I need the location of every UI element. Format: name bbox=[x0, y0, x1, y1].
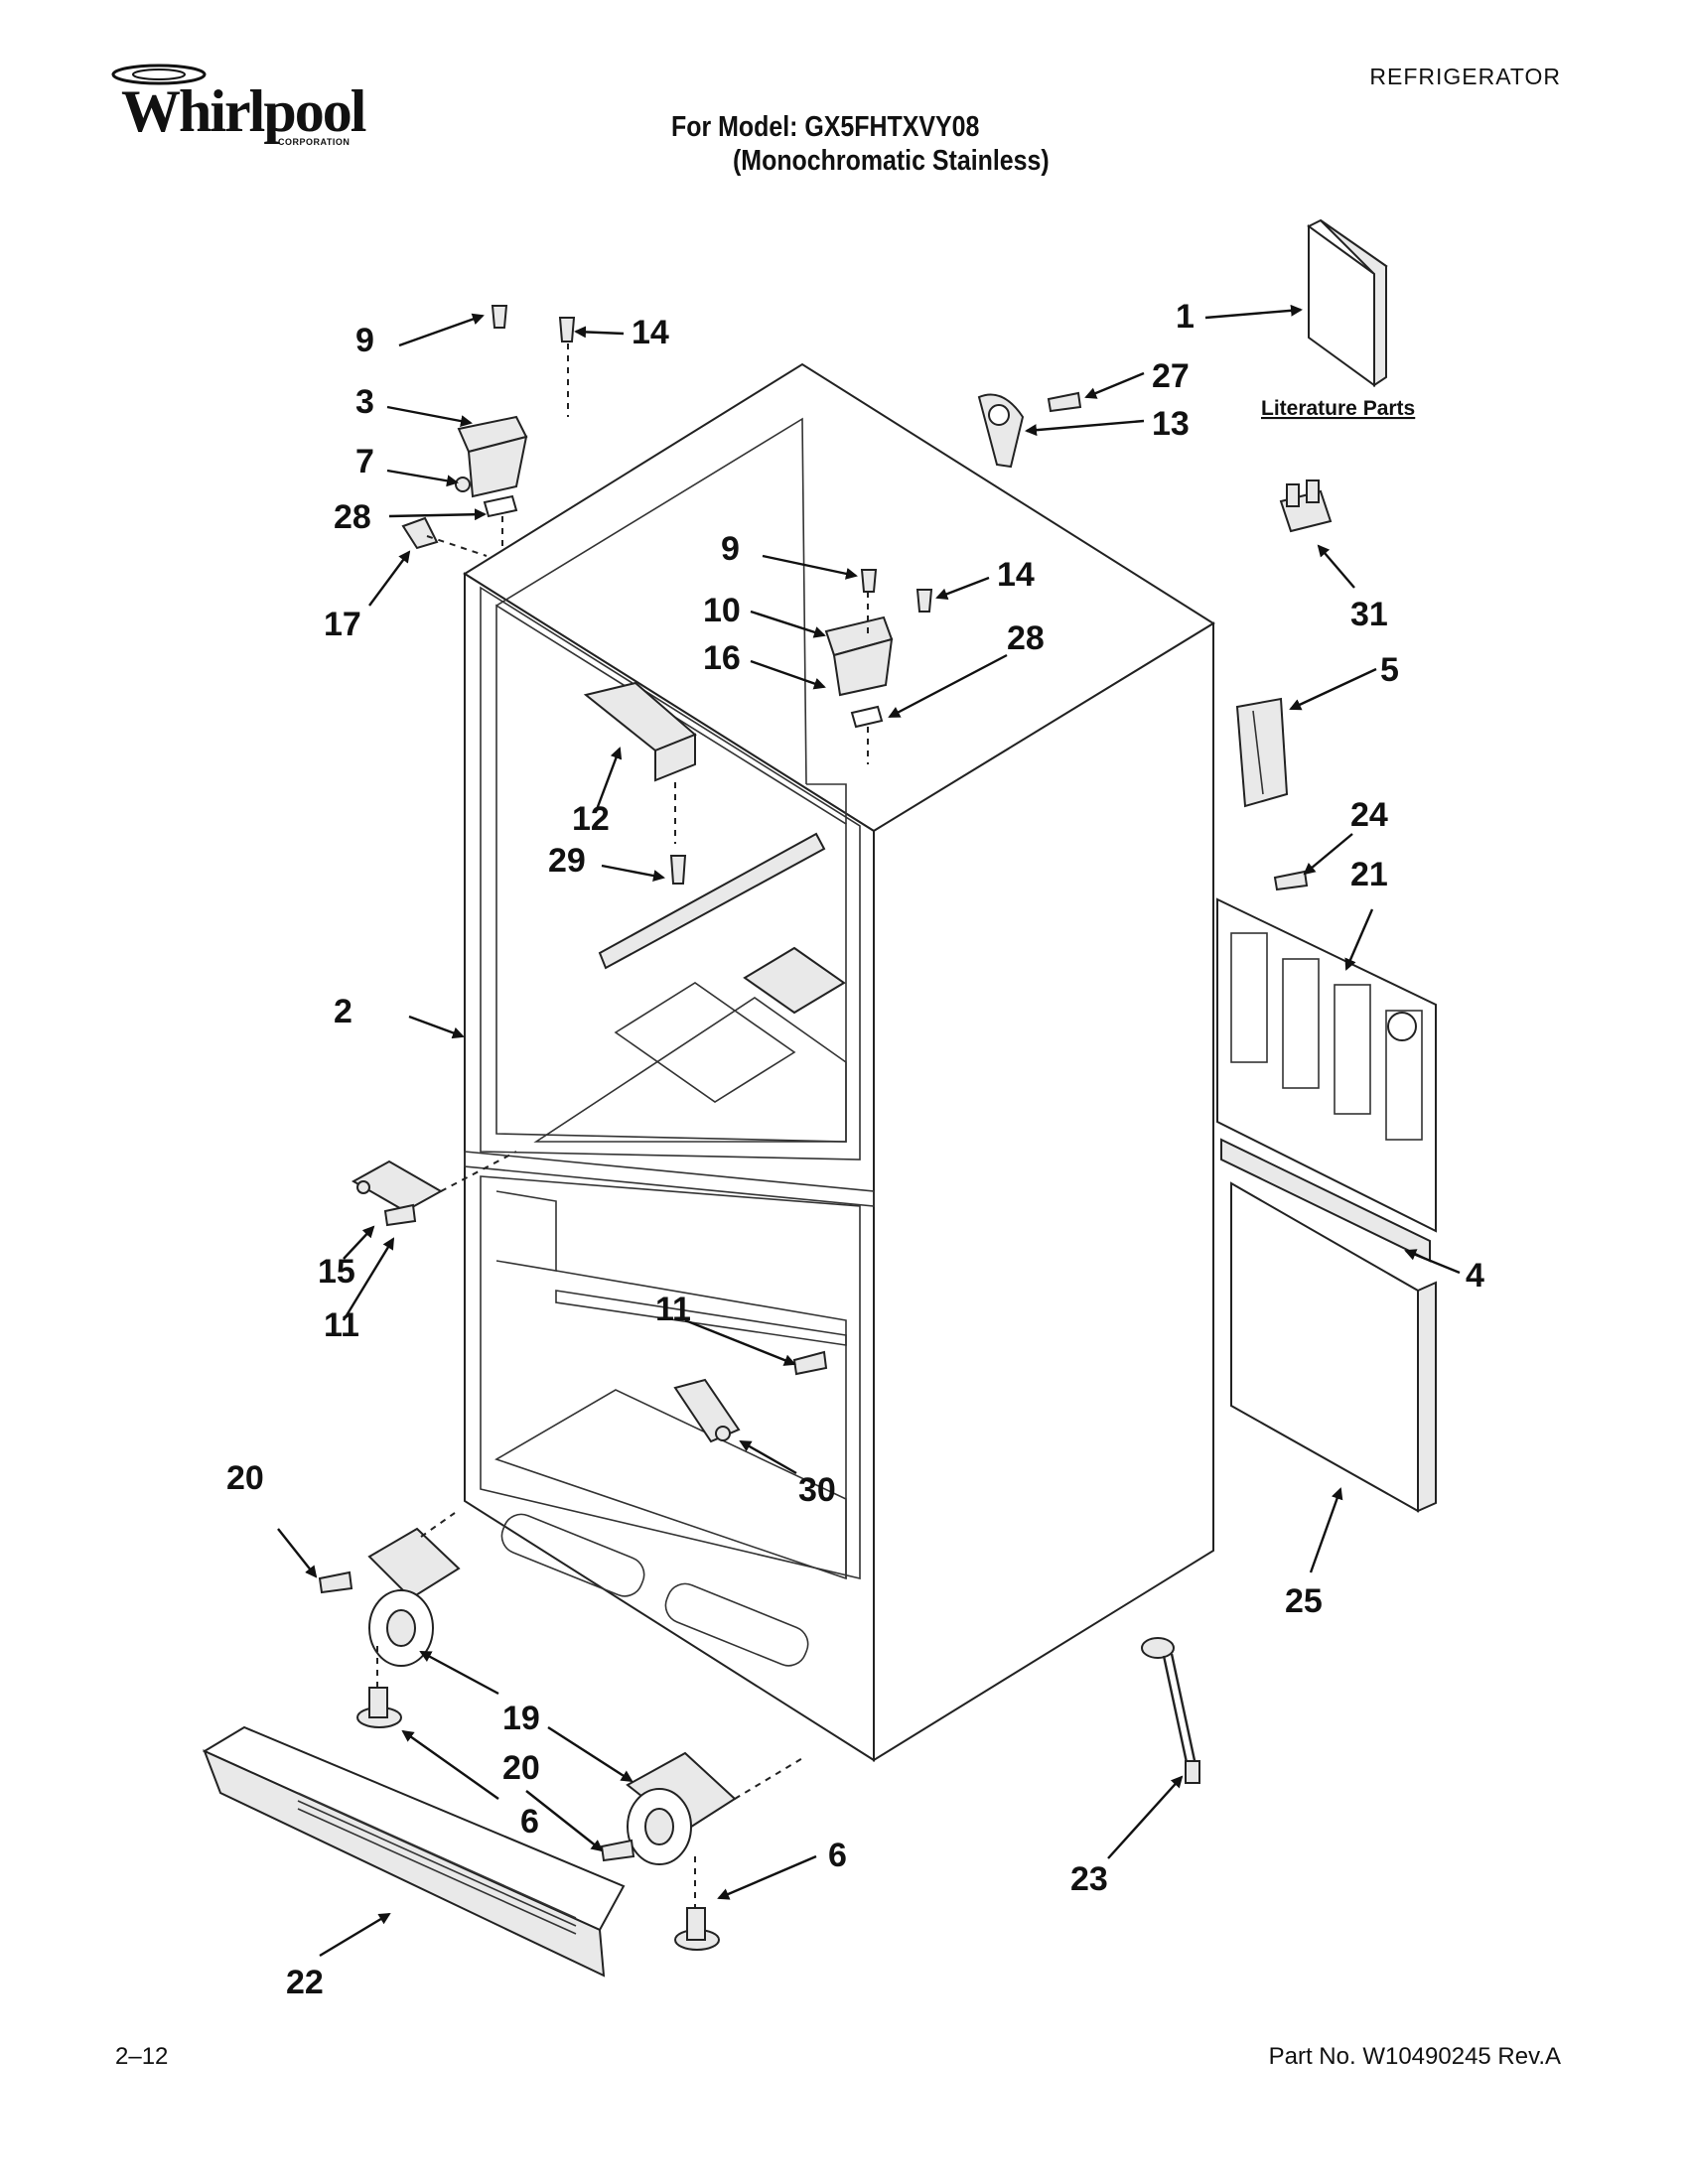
page-number: 2–12 bbox=[115, 2043, 169, 2070]
literature-parts-label: Literature Parts bbox=[1261, 397, 1415, 420]
brand-name: Whirlpool bbox=[121, 78, 366, 144]
left-roller bbox=[318, 1512, 461, 1728]
callout-11b: 11 bbox=[655, 1291, 691, 1328]
callout-13: 13 bbox=[1152, 405, 1190, 443]
callout-20a: 20 bbox=[226, 1459, 264, 1497]
callout-23: 23 bbox=[1070, 1860, 1108, 1898]
model-line: For Model: GX5FHTXVY08 bbox=[671, 111, 980, 143]
rear-grille bbox=[1216, 870, 1437, 1263]
control-housing bbox=[583, 681, 697, 885]
hinge-15 bbox=[351, 1151, 517, 1227]
cabinet bbox=[463, 362, 1215, 1762]
callout-5: 5 bbox=[1380, 651, 1399, 689]
leader-lines bbox=[277, 304, 1461, 1958]
callout-20b: 20 bbox=[502, 1749, 540, 1787]
top-left-hinge bbox=[401, 305, 576, 557]
callout-14a: 14 bbox=[632, 314, 669, 351]
callout-labels: 9 14 3 7 28 17 9 14 10 16 28 12 29 1 27 … bbox=[226, 298, 1484, 2001]
callout-19a: 19 bbox=[502, 1700, 540, 1737]
clip-31 bbox=[1279, 479, 1333, 533]
callout-31: 31 bbox=[1350, 596, 1388, 633]
panel-25 bbox=[1230, 1181, 1437, 1513]
callout-17: 17 bbox=[324, 606, 361, 643]
swoosh-icon bbox=[111, 64, 207, 85]
callout-6a: 6 bbox=[520, 1803, 539, 1841]
callout-12: 12 bbox=[572, 800, 610, 838]
variant-line: (Monochromatic Stainless) bbox=[733, 145, 1050, 177]
callout-10: 10 bbox=[703, 592, 741, 629]
product-category: REFRIGERATOR bbox=[1369, 64, 1561, 89]
callout-16: 16 bbox=[703, 639, 741, 677]
callout-3: 3 bbox=[355, 383, 374, 421]
part-number: Part No. W10490245 Rev.A bbox=[1268, 2043, 1561, 2070]
literature-book bbox=[1307, 218, 1388, 387]
callout-7: 7 bbox=[355, 443, 374, 480]
top-right-hinge bbox=[824, 569, 933, 764]
callout-15: 15 bbox=[318, 1253, 355, 1291]
callout-14b: 14 bbox=[997, 556, 1035, 594]
roller-clip bbox=[977, 391, 1082, 469]
brand-sub: CORPORATION bbox=[278, 137, 351, 147]
callout-2: 2 bbox=[334, 993, 352, 1030]
callout-9b: 9 bbox=[721, 530, 740, 568]
callout-4: 4 bbox=[1466, 1257, 1484, 1295]
callout-9a: 9 bbox=[355, 322, 374, 359]
callout-6b: 6 bbox=[828, 1837, 847, 1874]
callout-25: 25 bbox=[1285, 1582, 1323, 1620]
hinge-30 bbox=[673, 1350, 828, 1443]
callout-28a: 28 bbox=[334, 498, 371, 536]
callout-11a: 11 bbox=[324, 1306, 359, 1344]
cover-5 bbox=[1235, 697, 1289, 808]
right-roller bbox=[600, 1751, 805, 1951]
whirlpool-logo: Whirlpool CORPORATION bbox=[107, 58, 395, 161]
callout-22: 22 bbox=[286, 1964, 324, 2001]
callout-29: 29 bbox=[548, 842, 586, 880]
wire-harness bbox=[1141, 1637, 1200, 1784]
callout-21: 21 bbox=[1350, 856, 1388, 893]
callout-1: 1 bbox=[1176, 298, 1195, 336]
callout-28b: 28 bbox=[1007, 619, 1045, 657]
callout-24: 24 bbox=[1350, 796, 1388, 834]
callout-27: 27 bbox=[1152, 357, 1190, 395]
callout-30: 30 bbox=[798, 1471, 836, 1509]
toe-grille bbox=[202, 1725, 626, 1978]
